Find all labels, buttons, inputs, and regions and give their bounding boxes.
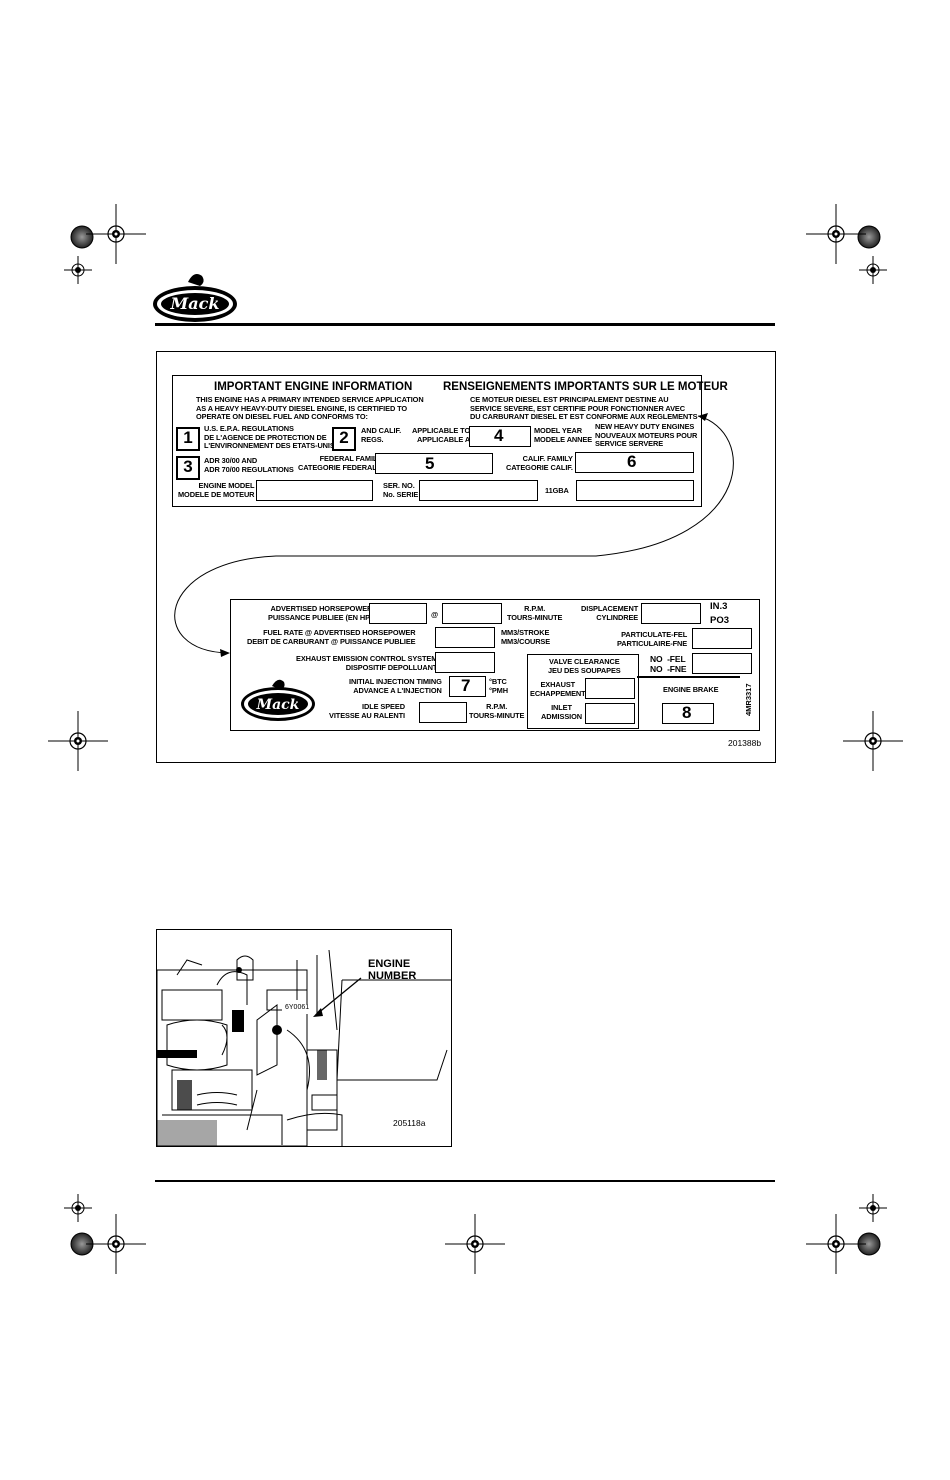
displacement-label: DISPLACEMENT CYLINDREE: [581, 604, 639, 622]
intro-en: THIS ENGINE HAS A PRIMARY INTENDED SERVI…: [196, 395, 424, 422]
field-exhaust-emission: [435, 652, 495, 673]
field-inlet: [585, 703, 635, 724]
new-hd-label: NEW HEAVY DUTY ENGINES NOUVEAUX MOTEURS …: [595, 422, 698, 449]
figure2-id: 205118a: [393, 1118, 426, 1128]
rpm2-label: R.P.M. TOURS-MINUTE: [469, 702, 525, 720]
adr-label: ADR 30/00 AND ADR 70/00 REGULATIONS: [204, 456, 294, 474]
no-fel-label: NO -FEL NO -FNE: [650, 654, 687, 674]
header-rule: [155, 323, 775, 326]
field-rpm: [442, 603, 502, 624]
footer-rule: [155, 1180, 775, 1182]
idle-speed-label: IDLE SPEED VITESSE AU RALENTI: [329, 702, 405, 720]
svg-text:Mack: Mack: [170, 294, 220, 313]
label-bottom: [230, 599, 760, 731]
number-7: 7: [461, 676, 471, 695]
field-4: [469, 426, 531, 447]
engine-serial: 6Y0061: [285, 1004, 310, 1011]
connector-arrow: [174, 413, 734, 657]
label-header-fr: RENSEIGNEMENTS IMPORTANTS SUR LE MOTEUR: [443, 381, 728, 393]
particulate-label: PARTICULATE-FEL PARTICULAIRE-FNE: [617, 630, 688, 648]
field-exhaust: [585, 678, 635, 699]
number-1: 1: [176, 427, 200, 451]
rpm-label: R.P.M. TOURS-MINUTE: [507, 604, 563, 622]
exhaust-emission-label: EXHAUST EMISSION CONTROL SYSTEM DISPOSIT…: [296, 654, 438, 672]
field-8: [662, 703, 714, 724]
field-particulate: [692, 628, 752, 649]
label-mack-logo: Mack: [241, 679, 315, 721]
in3-label: IN.3: [710, 601, 728, 612]
field-6: [575, 452, 694, 473]
figure1-id: 201388b: [728, 738, 762, 748]
federal-family-label: FEDERAL FAMILY CATEGORIE FEDERALE: [298, 454, 382, 472]
svg-text:Mack: Mack: [256, 697, 300, 713]
injection-timing-label: INITIAL INJECTION TIMING ADVANCE A L'INJ…: [349, 677, 442, 695]
number-4: 4: [494, 426, 504, 445]
code-label: 11GBA: [545, 486, 569, 495]
label-header-en: IMPORTANT ENGINE INFORMATION: [214, 381, 413, 393]
mack-logo: Mack: [153, 274, 237, 322]
engine-number-callout: ENGINE NUMBER: [368, 958, 417, 982]
at-sign: @: [431, 610, 439, 619]
engine-brake-label: ENGINE BRAKE: [663, 685, 719, 694]
inlet-label: INLET ADMISSION: [541, 703, 582, 721]
valve-clearance-label: VALVE CLEARANCE JEU DES SOUPAPES: [548, 657, 621, 675]
po3-label: PO3: [710, 615, 730, 626]
model-year-label: MODEL YEAR MODELE ANNEE: [534, 426, 593, 444]
field-displacement: [641, 603, 701, 624]
field-engine-model: [256, 480, 373, 501]
engine-brake-divider: [637, 676, 740, 678]
field-5: [375, 453, 493, 474]
number-6: 6: [627, 452, 637, 471]
engine-illustration: [157, 949, 451, 1146]
number-3: 3: [176, 456, 200, 480]
ser-no-label: SER. NO. No. SERIE: [383, 481, 419, 499]
adv-hp-label: ADVERTISED HORSEPOWER PUISSANCE PUBLIEE …: [268, 604, 373, 622]
btc-label: °BTC °PMH: [489, 677, 508, 695]
calif-family-label: CALIF. FAMILY CATEGORIE CALIF.: [506, 454, 573, 472]
field-code: [576, 480, 694, 501]
part-number: 4MR3317: [744, 683, 753, 716]
intro-fr: CE MOTEUR DIESEL EST PRINCIPALEMENT DEST…: [470, 395, 698, 422]
mm-stroke-label: MM3/STROKE MM3/COURSE: [501, 628, 551, 646]
field-adv-hp: [369, 603, 427, 624]
epa-label: U.S. E.P.A. REGULATIONS DE L'AGENCE DE P…: [204, 424, 335, 451]
valve-clearance-box: [527, 654, 639, 729]
number-5: 5: [425, 454, 435, 473]
exhaust-label: EXHAUST ECHAPPEMENT: [530, 680, 586, 698]
engine-model-label: ENGINE MODEL MODELE DE MOTEUR: [178, 481, 255, 499]
field-7: [449, 676, 486, 697]
fuel-rate-label: FUEL RATE @ ADVERTISED HORSEPOWER DEBIT …: [247, 628, 416, 646]
field-fuel-rate: [435, 627, 495, 648]
number-8: 8: [682, 703, 692, 722]
figure-engine-number: ENGINE NUMBER 6Y0061 205118a: [156, 929, 452, 1147]
applicable-label: APPLICABLE TO APPLICABLE A: [412, 426, 471, 444]
field-ser-no: [419, 480, 538, 501]
label-top: [172, 375, 702, 507]
calif-regs-label: AND CALIF. REGS.: [361, 426, 402, 444]
field-idle-speed: [419, 702, 467, 723]
number-2: 2: [332, 427, 356, 451]
field-no-fel: [692, 653, 752, 674]
